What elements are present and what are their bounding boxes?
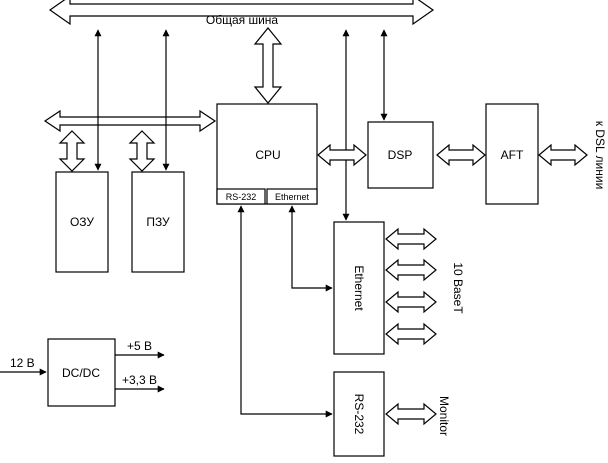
baset-label: 10 BaseT (451, 262, 465, 314)
ethernet-block (333, 221, 385, 355)
ethernet-port-arrow-4 (385, 322, 437, 346)
cpu-ethernet-label: Ethernet (275, 192, 310, 202)
input-12v-label: 12 В (10, 356, 35, 370)
output-5v-label: +5 В (127, 339, 152, 353)
dsl-label: к DSL линии (593, 121, 607, 190)
cpu-rs232-port (216, 188, 266, 205)
cpu-bus-link (253, 27, 283, 104)
pzu-label: ПЗУ (146, 215, 170, 229)
cpu-rs232-label: RS-232 (226, 192, 257, 202)
monitor-label: Monitor (437, 396, 451, 436)
ethernet-port-arrow-2 (385, 258, 437, 282)
aft-block (485, 103, 539, 205)
rs232-label: RS-232 (352, 394, 366, 435)
ozu-label: ОЗУ (70, 215, 94, 229)
monitor-link (385, 402, 437, 426)
aft-dsl-link (538, 143, 588, 167)
dcdc-label: DC/DC (62, 366, 100, 380)
pzu-bus-link (128, 130, 156, 172)
ethernet-port-arrow-1 (385, 227, 437, 251)
rs232-block (333, 371, 385, 457)
ethernet-label: Ethernet (352, 265, 366, 311)
bus-label: Общая шина (206, 13, 279, 27)
cpu-block (216, 103, 318, 205)
dsp-aft-link (436, 143, 486, 167)
cpu-dsp-link (317, 143, 367, 167)
output-33v-label: +3,3 В (122, 373, 157, 387)
ethernet-port-arrow-3 (385, 290, 437, 314)
ozu-block (55, 171, 109, 273)
pzu-block (131, 171, 185, 273)
dsp-block (367, 121, 434, 189)
cpu-rs232-wire (237, 205, 333, 418)
cpu-ethernet-port (266, 188, 318, 205)
ozu-bus-link (58, 130, 86, 172)
dsp-label: DSP (388, 148, 413, 162)
dcdc-block (47, 338, 116, 407)
aft-label: AFT (501, 148, 524, 162)
common-bus (48, 0, 435, 26)
cpu-label: CPU (255, 148, 280, 162)
local-bus (43, 109, 217, 133)
cpu-ethernet-wire (288, 205, 333, 292)
